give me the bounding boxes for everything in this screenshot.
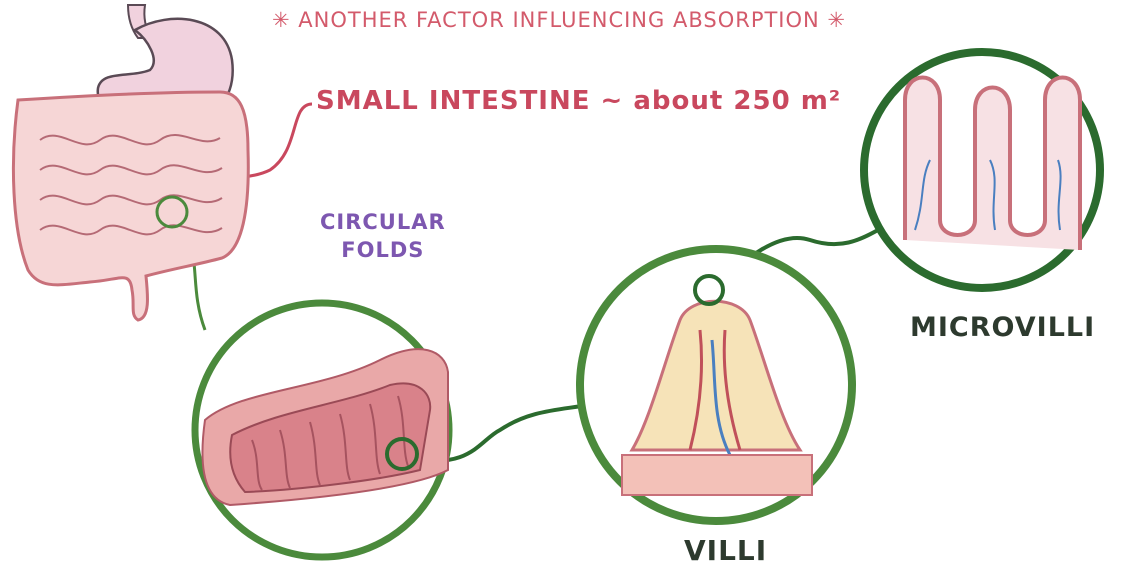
- circular-folds-label: CIRCULAR FOLDS: [320, 208, 446, 264]
- small-intestine-label: SMALL INTESTINE ~ about 250 m²: [316, 86, 841, 116]
- circular-folds-line-1: CIRCULAR: [320, 208, 446, 236]
- tissue-base: [622, 455, 812, 495]
- digestive-system-illustration: [13, 5, 248, 320]
- large-intestine: [13, 92, 248, 320]
- microvilli-label: MICROVILLI: [910, 312, 1095, 343]
- circular-folds-magnifier: [195, 303, 449, 557]
- villi-magnifier: [580, 249, 852, 521]
- microvilli-magnifier: [864, 52, 1100, 288]
- page-title: ✳ ANOTHER FACTOR INFLUENCING ABSORPTION …: [272, 8, 846, 32]
- villi-label: VILLI: [684, 534, 767, 567]
- circular-folds-line-2: FOLDS: [320, 236, 446, 264]
